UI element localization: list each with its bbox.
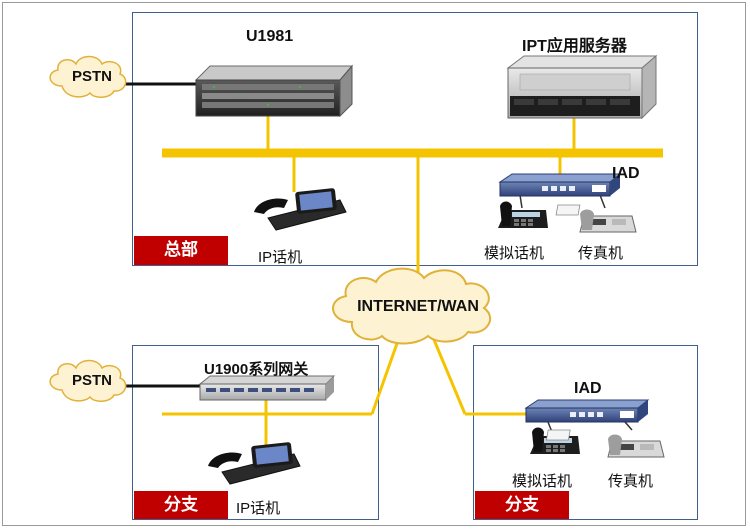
branch1-region-tag: 分支	[134, 491, 228, 519]
link-iad-analog	[519, 194, 523, 209]
pstn-cloud-branch1	[49, 359, 127, 402]
branch2-box	[473, 345, 698, 520]
hq-iad-device-icon	[498, 173, 622, 197]
branch1-box	[132, 345, 379, 520]
internet-cloud	[332, 267, 491, 345]
pstn-cloud-hq	[49, 55, 127, 98]
branch1-ip-phone-label: IP话机	[236, 500, 281, 517]
hq-analog-phone-label: 模拟话机	[484, 245, 545, 262]
hq-analog-phone-icon	[498, 201, 548, 228]
u1981-label: U1981	[246, 28, 294, 45]
link-iad-fax	[599, 194, 606, 209]
hq-iad-label: IAD	[612, 165, 640, 182]
ipt-server-label: IPT应用服务器	[522, 38, 627, 55]
branch2-iad-device-icon	[524, 399, 650, 423]
branch2-analog-phone-icon	[530, 427, 580, 454]
internet-wan-label: INTERNET/WAN	[357, 298, 479, 315]
u1900-gateway-icon	[198, 375, 336, 401]
pstn-label-branch1: PSTN	[71, 372, 112, 389]
hq-ip-phone-icon	[254, 188, 347, 231]
hq-ip-phone-label: IP话机	[258, 249, 303, 266]
pstn-label-hq: PSTN	[71, 68, 112, 85]
u1981-device-icon	[194, 64, 354, 118]
u1900-gateway-label: U1900系列网关	[204, 361, 309, 378]
branch1-ip-phone-icon	[208, 442, 301, 485]
ipt-server-icon	[506, 54, 658, 120]
branch2-iad-label: IAD	[574, 380, 602, 397]
branch2-fax-label: 传真机	[608, 473, 654, 490]
hq-region-tag: 总部	[134, 236, 228, 265]
network-links	[162, 110, 663, 448]
link-internet-branch1	[370, 334, 402, 415]
hq-fax-icon	[555, 204, 637, 233]
branch2-fax-icon	[545, 429, 665, 458]
hq-fax-label: 传真机	[578, 245, 624, 262]
branch2-analog-phone-label: 模拟话机	[512, 473, 573, 490]
branch2-region-tag: 分支	[475, 491, 569, 519]
link-internet-branch2	[430, 334, 467, 415]
link-iad2-fax	[624, 421, 633, 431]
